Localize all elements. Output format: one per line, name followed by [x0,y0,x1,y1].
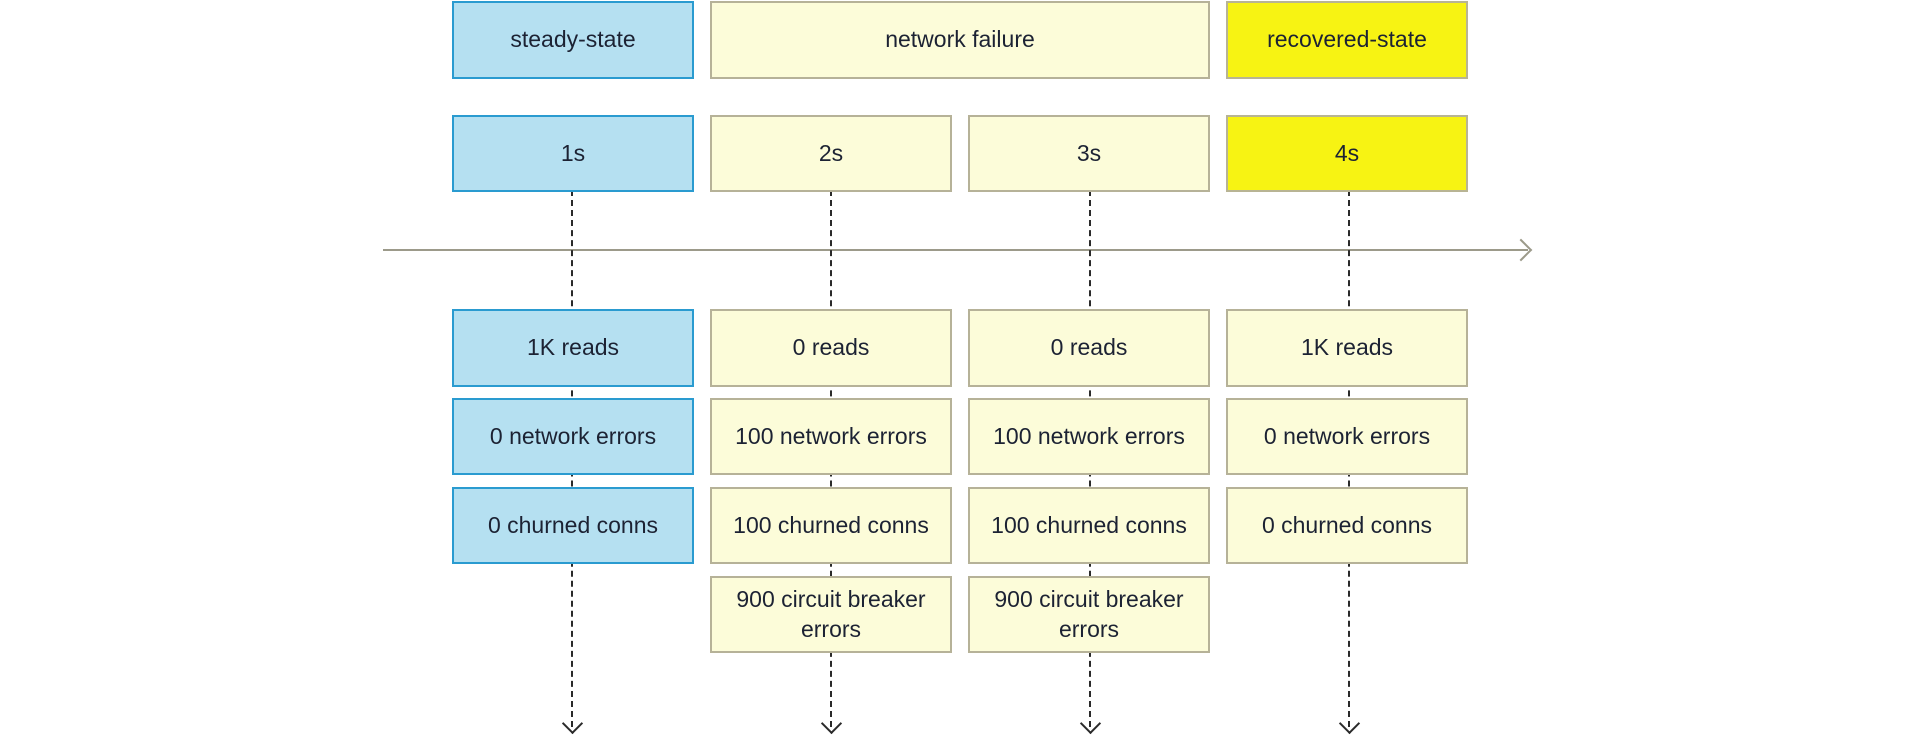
time-box-3s: 3s [968,115,1210,192]
churned-conns-box-1s: 0 churned conns [452,487,694,564]
circuit-breaker-box-2s: 900 circuit breaker errors [710,576,952,653]
churned-conns-box-3s: 100 churned conns [968,487,1210,564]
time-box-2s: 2s [710,115,952,192]
time-box-1s: 1s [452,115,694,192]
reads-box-3s: 0 reads [968,309,1210,387]
down-arrow-icon [820,712,843,735]
down-arrow-icon [1338,712,1361,735]
phase-steady-state: steady-state [452,1,694,79]
phase-recovered-state: recovered-state [1226,1,1468,79]
network-errors-box-1s: 0 network errors [452,398,694,475]
reads-box-1s: 1K reads [452,309,694,387]
timeline-axis [383,249,1528,251]
down-arrow-icon [561,712,584,735]
churned-conns-box-4s: 0 churned conns [1226,487,1468,564]
reads-box-2s: 0 reads [710,309,952,387]
reads-box-4s: 1K reads [1226,309,1468,387]
network-errors-box-2s: 100 network errors [710,398,952,475]
network-errors-box-3s: 100 network errors [968,398,1210,475]
network-errors-box-4s: 0 network errors [1226,398,1468,475]
circuit-breaker-box-3s: 900 circuit breaker errors [968,576,1210,653]
timeline-arrow-icon [1509,238,1533,262]
churned-conns-box-2s: 100 churned conns [710,487,952,564]
time-box-4s: 4s [1226,115,1468,192]
phase-network-failure: network failure [710,1,1210,79]
down-arrow-icon [1079,712,1102,735]
